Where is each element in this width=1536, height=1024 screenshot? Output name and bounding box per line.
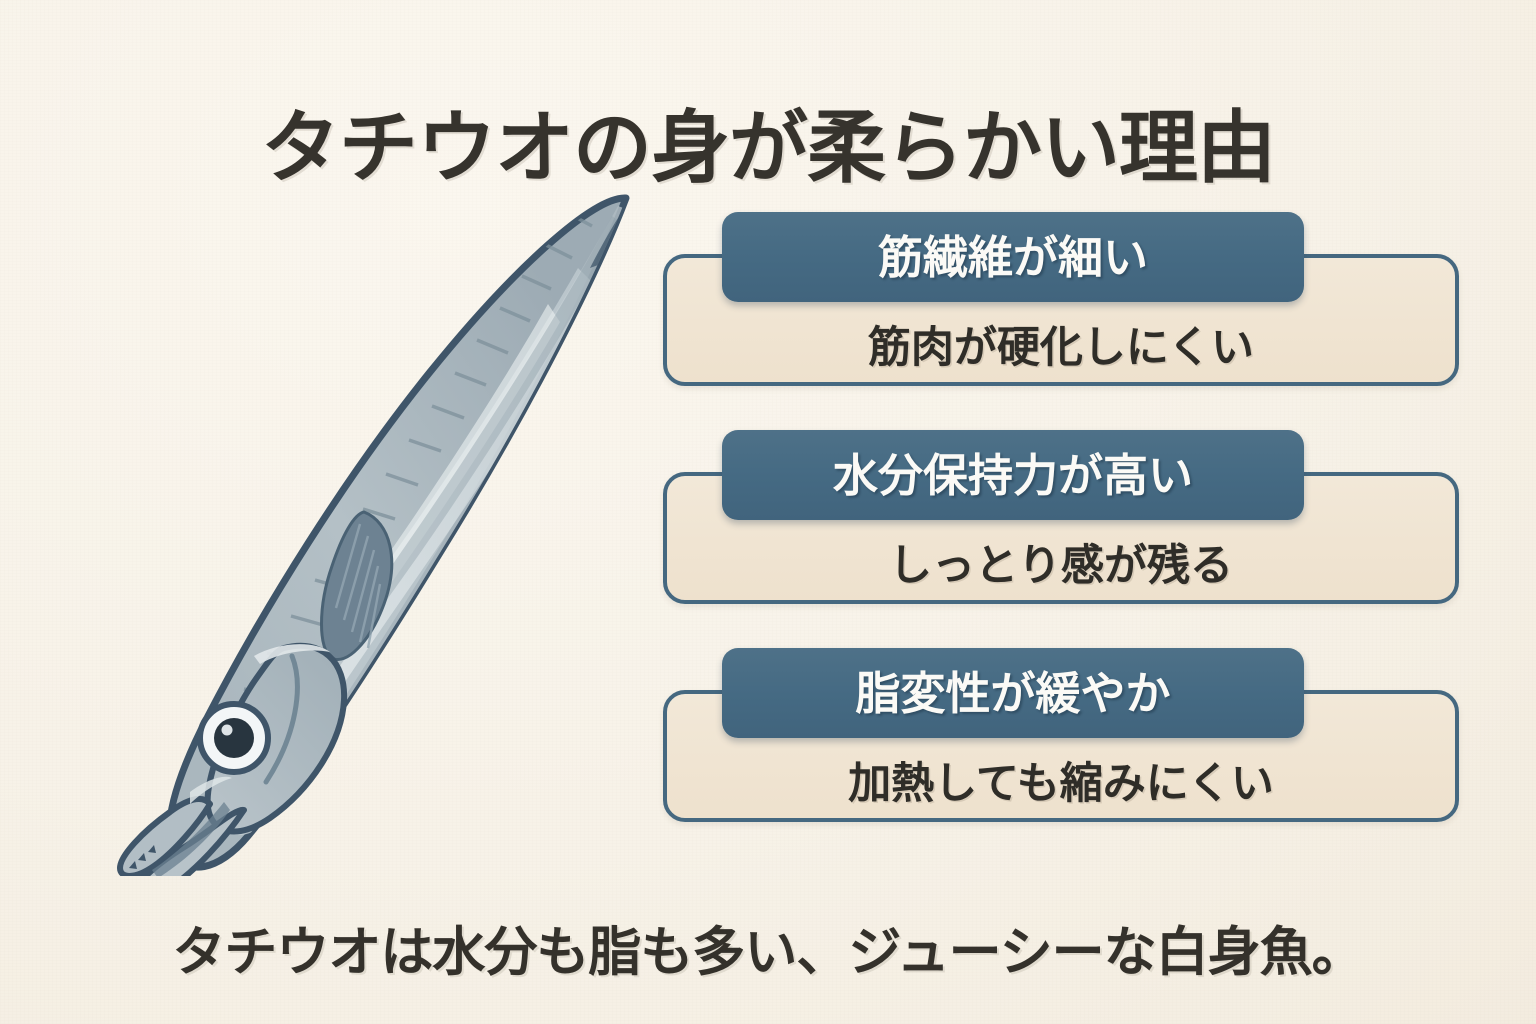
reason-card: しっとり感が残る 水分保持力が高い [663, 430, 1463, 608]
reason-card: 加熱しても縮みにくい 脂変性が緩やか [663, 648, 1463, 826]
reason-card-header: 水分保持力が高い [722, 430, 1304, 520]
page-title: タチウオの身が柔らかい理由 [261, 102, 1276, 192]
reason-card-header: 筋繊維が細い [722, 212, 1304, 302]
reason-card-subtitle: 筋肉が硬化しにくい [867, 324, 1255, 372]
teeth [129, 845, 156, 869]
cutlassfish-illustration [78, 176, 688, 876]
pectoral-fin [320, 510, 394, 661]
reason-card-header-label: 水分保持力が高い [832, 449, 1193, 501]
fish-head [204, 642, 348, 835]
reason-card-subtitle: 加熱しても縮みにくい [848, 760, 1274, 808]
reason-card-subtitle: しっとり感が残る [889, 542, 1233, 590]
reason-card-header: 脂変性が緩やか [722, 648, 1304, 738]
reason-card-header-label: 筋繊維が細い [877, 231, 1148, 283]
reason-card-header-label: 脂変性が緩やか [855, 667, 1171, 719]
reason-card: 筋肉が硬化しにくい 筋繊維が細い [663, 212, 1463, 390]
fish-eye [197, 701, 271, 775]
reason-card-list: 筋肉が硬化しにくい 筋繊維が細い しっとり感が残る 水分保持力が高い 加熱しても… [663, 212, 1463, 826]
fish-snout-mouth [117, 776, 247, 876]
footer-caption: タチウオは水分も脂も多い、ジューシーな白身魚。 [172, 922, 1364, 982]
